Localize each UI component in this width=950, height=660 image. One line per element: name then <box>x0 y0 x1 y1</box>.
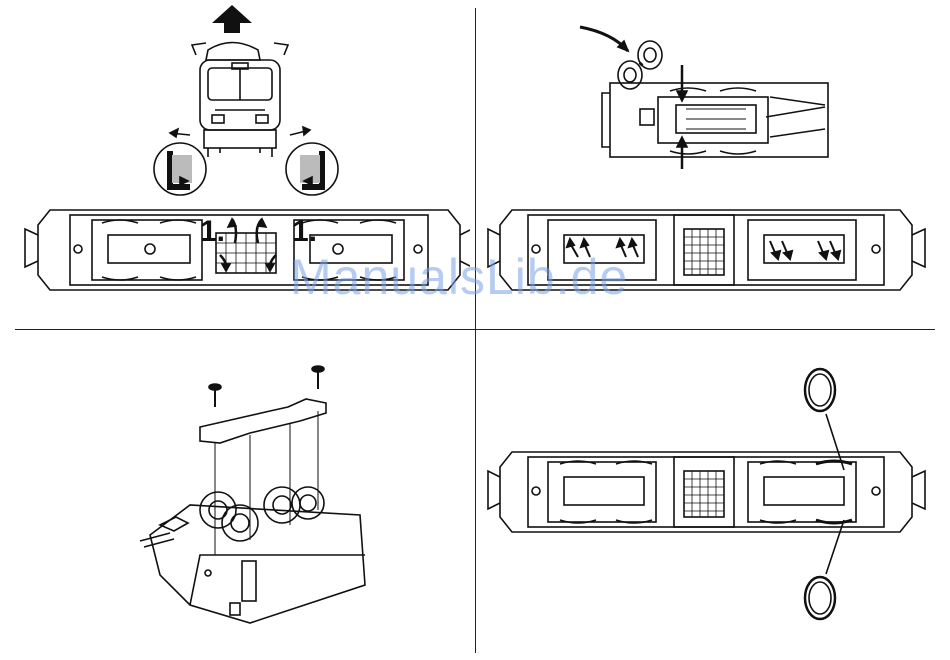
traction-tire-icon <box>805 369 835 619</box>
step-label-right: 1. <box>292 215 317 248</box>
detail-circle-left <box>154 143 206 195</box>
step-label-left: 1. <box>200 215 225 248</box>
vertical-divider <box>475 8 476 653</box>
panel-remove-body: 1. 1. <box>20 5 470 325</box>
locomotive-front-view <box>192 43 288 158</box>
screw-icon <box>209 366 324 407</box>
chassis-top-view-2 <box>480 205 935 305</box>
arrow-icon <box>567 239 840 259</box>
arrow-up-icon <box>212 5 252 33</box>
chassis-top-view <box>25 210 470 290</box>
horizontal-divider <box>15 329 935 330</box>
panel-gear-detail <box>480 5 935 325</box>
detail-circle-right <box>286 143 338 195</box>
bogie-closeup <box>602 83 828 157</box>
panel-motor-cover <box>130 355 380 645</box>
panel-traction-tires <box>480 360 935 630</box>
chassis-top-view-3 <box>488 452 925 532</box>
